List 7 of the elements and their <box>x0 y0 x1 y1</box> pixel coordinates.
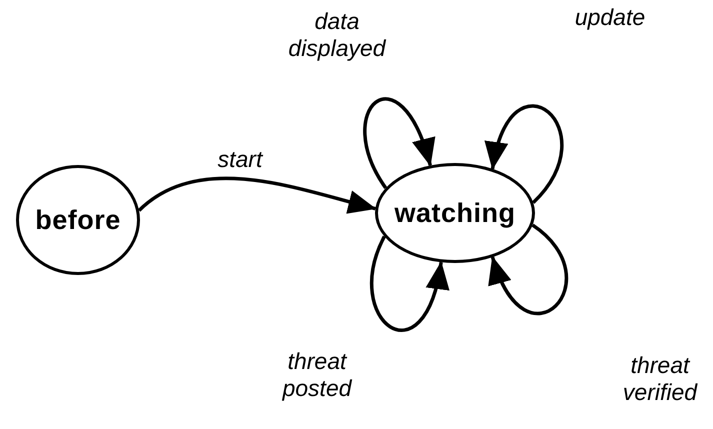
self-loop-arrow <box>363 97 434 189</box>
state-name: before <box>35 204 121 236</box>
self-loop-arrow <box>490 224 568 316</box>
self-loop-arrow <box>370 236 448 332</box>
state-name: watching <box>394 198 516 228</box>
transition-arrow <box>138 176 376 214</box>
self-loop-arrow <box>486 104 564 204</box>
